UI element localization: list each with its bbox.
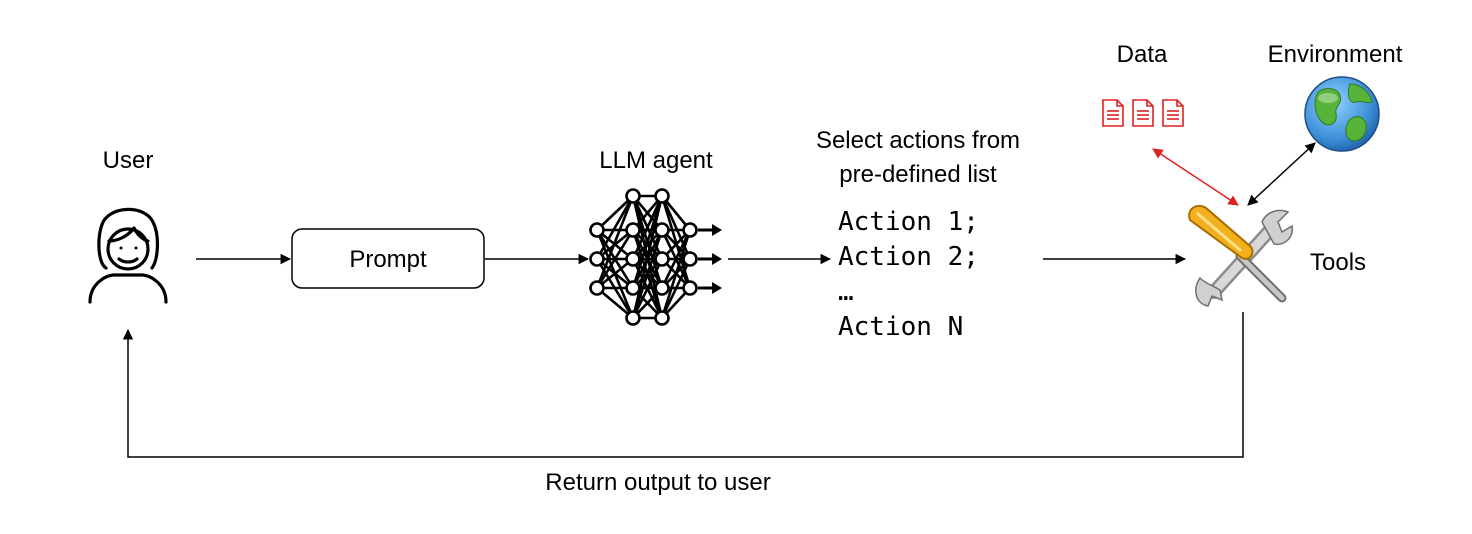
network-edge [631, 229, 664, 319]
network-node [654, 280, 670, 296]
network-node [625, 188, 641, 204]
action-item: Action N [838, 312, 963, 342]
network-node [589, 280, 605, 296]
action-item: Action 2; [838, 242, 979, 272]
network-node [589, 222, 605, 238]
network-edge [631, 195, 664, 319]
network-edge [660, 229, 692, 289]
network-node [625, 251, 641, 267]
network-node [625, 310, 641, 326]
document-icon [1162, 99, 1184, 127]
wrench-screwdriver-icon [1188, 204, 1293, 307]
network-edge [660, 258, 692, 319]
data-tools-arrow [1152, 148, 1239, 206]
network-edge [660, 229, 692, 319]
network-edge [660, 195, 692, 289]
network-output-arrow [712, 253, 722, 265]
environment-label: Environment [1268, 41, 1403, 68]
return-to-user-arrow [122, 312, 1244, 458]
environment-tools-arrow [1247, 142, 1316, 206]
network-edge [631, 195, 664, 260]
document-icon [1132, 99, 1154, 127]
network-output-arrow [712, 224, 722, 236]
select-actions-label-line1: Select actions from [816, 127, 1020, 154]
network-node [654, 310, 670, 326]
network-node [625, 222, 641, 238]
network-edge [596, 287, 634, 319]
neural-network-icon [589, 188, 722, 326]
network-edge [595, 195, 635, 260]
prompt-label: Prompt [349, 246, 427, 273]
globe-icon [1304, 76, 1380, 152]
network-node [654, 222, 670, 238]
person-icon [88, 207, 168, 304]
network-node [682, 222, 698, 238]
select-actions-label-line2: pre-defined list [839, 161, 997, 188]
network-node [654, 188, 670, 204]
network-node [654, 251, 670, 267]
user-label: User [103, 147, 154, 174]
network-node [625, 280, 641, 296]
action-item: … [838, 277, 854, 307]
network-node [589, 251, 605, 267]
network-node [682, 280, 698, 296]
return-output-label: Return output to user [545, 469, 770, 496]
network-node [682, 251, 698, 267]
data-label: Data [1117, 41, 1168, 68]
network-edge [595, 195, 635, 289]
network-edge [631, 258, 664, 319]
prompt-box: Prompt [291, 228, 485, 289]
tools-label: Tools [1310, 249, 1366, 276]
document-icon [1102, 99, 1124, 127]
action-item: Action 1; [838, 207, 979, 237]
network-output-arrow [712, 282, 722, 294]
network-edge [595, 229, 635, 289]
llm-agent-label: LLM agent [599, 147, 713, 174]
network-edge [596, 195, 634, 231]
